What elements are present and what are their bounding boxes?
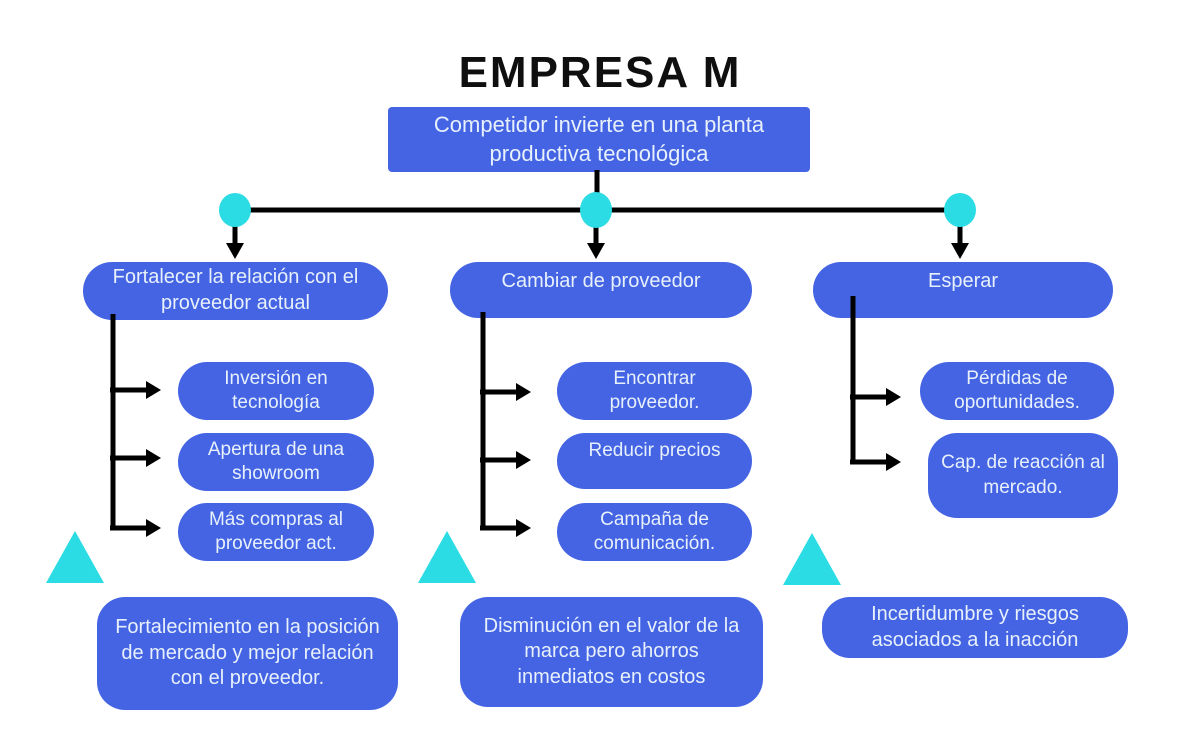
sub-node: Pérdidas de oportunidades.: [920, 362, 1114, 420]
branch-node-fortalecer: Fortalecer la relación con el proveedor …: [83, 262, 388, 320]
outcome-node: Incertidumbre y riesgos asociados a la i…: [822, 597, 1128, 658]
sub-node: Cap. de reacción al mercado.: [928, 433, 1118, 518]
outcome-label: Disminución en el valor de la marca pero…: [483, 614, 740, 688]
sub-node: Inversión en tecnología: [178, 362, 374, 420]
branch-label: Esperar: [927, 270, 999, 292]
branch-label: Fortalecer la relación con el proveedor …: [112, 266, 359, 314]
branch-node-esperar: Esperar: [813, 262, 1113, 318]
sub-node-label: Reducir precios: [588, 440, 721, 461]
sub-node-label: Más compras al proveedor act.: [208, 508, 344, 554]
branch-node-cambiar: Cambiar de proveedor: [450, 262, 752, 318]
sub-node-label: Apertura de una showroom: [207, 438, 345, 484]
sub-node-label: Pérdidas de oportunidades.: [954, 367, 1080, 413]
sub-node-label: Inversión en tecnología: [224, 367, 328, 413]
sub-node: Más compras al proveedor act.: [178, 503, 374, 561]
sub-node-label: Cap. de reacción al mercado.: [941, 452, 1105, 498]
outcome-label: Fortalecimiento en la posición de mercad…: [115, 616, 380, 690]
page-title: EMPRESA M: [458, 48, 742, 97]
outcome-label: Incertidumbre y riesgos asociados a la i…: [871, 602, 1079, 651]
root-node: Competidor invierte en una planta produc…: [388, 107, 810, 172]
sub-node-label: Encontrar proveedor.: [609, 367, 700, 413]
triangle-marker: [46, 531, 104, 583]
outcome-node: Disminución en el valor de la marca pero…: [460, 597, 763, 707]
sub-node: Encontrar proveedor.: [557, 362, 752, 420]
sub-node-label: Campaña de comunicación.: [593, 508, 716, 554]
triangle-marker: [418, 531, 476, 583]
branch-label: Cambiar de proveedor: [501, 270, 701, 292]
triangle-marker: [783, 533, 841, 585]
outcome-node: Fortalecimiento en la posición de mercad…: [97, 597, 398, 710]
sub-node: Apertura de una showroom: [178, 433, 374, 491]
sub-node: Campaña de comunicación.: [557, 503, 752, 561]
root-node-label: Competidor invierte en una planta produc…: [433, 112, 765, 166]
sub-node: Reducir precios: [557, 433, 752, 489]
